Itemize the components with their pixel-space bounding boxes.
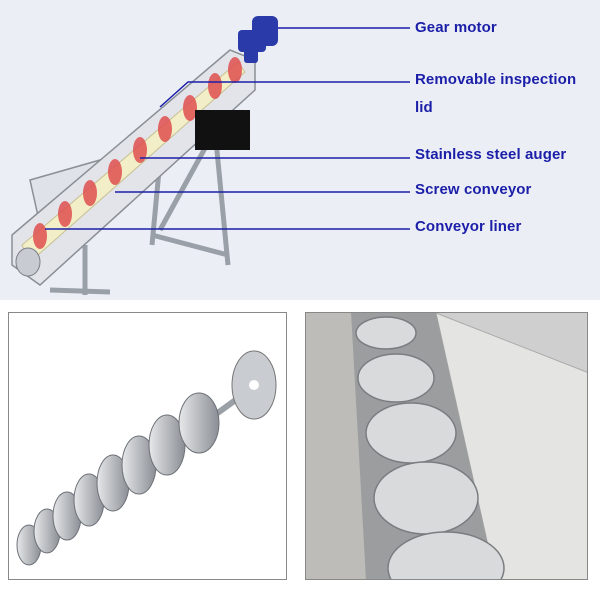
label-auger: Stainless steel auger: [415, 146, 567, 163]
trough-photo: [305, 312, 588, 580]
spiral-auger-image: [16, 350, 277, 566]
gear-motor: [238, 16, 278, 63]
leader-lines: [45, 27, 410, 230]
conveyor-drawing: [11, 16, 410, 295]
trough-auger-image: [306, 313, 587, 579]
inlet-end: [15, 247, 41, 277]
label-inspection-lid-cont: lid: [415, 99, 433, 116]
label-inspection-lid: Removable inspection: [415, 71, 577, 88]
auger-photo: [8, 312, 287, 580]
conveyor-diagram: Gear motor Removable inspection lid Stai…: [0, 0, 600, 300]
auger-flights: [33, 57, 242, 249]
outlet-box: [195, 110, 250, 150]
label-conveyor-liner: Conveyor liner: [415, 218, 522, 235]
label-gear-motor: Gear motor: [415, 19, 497, 36]
label-screw-conveyor: Screw conveyor: [415, 181, 532, 198]
